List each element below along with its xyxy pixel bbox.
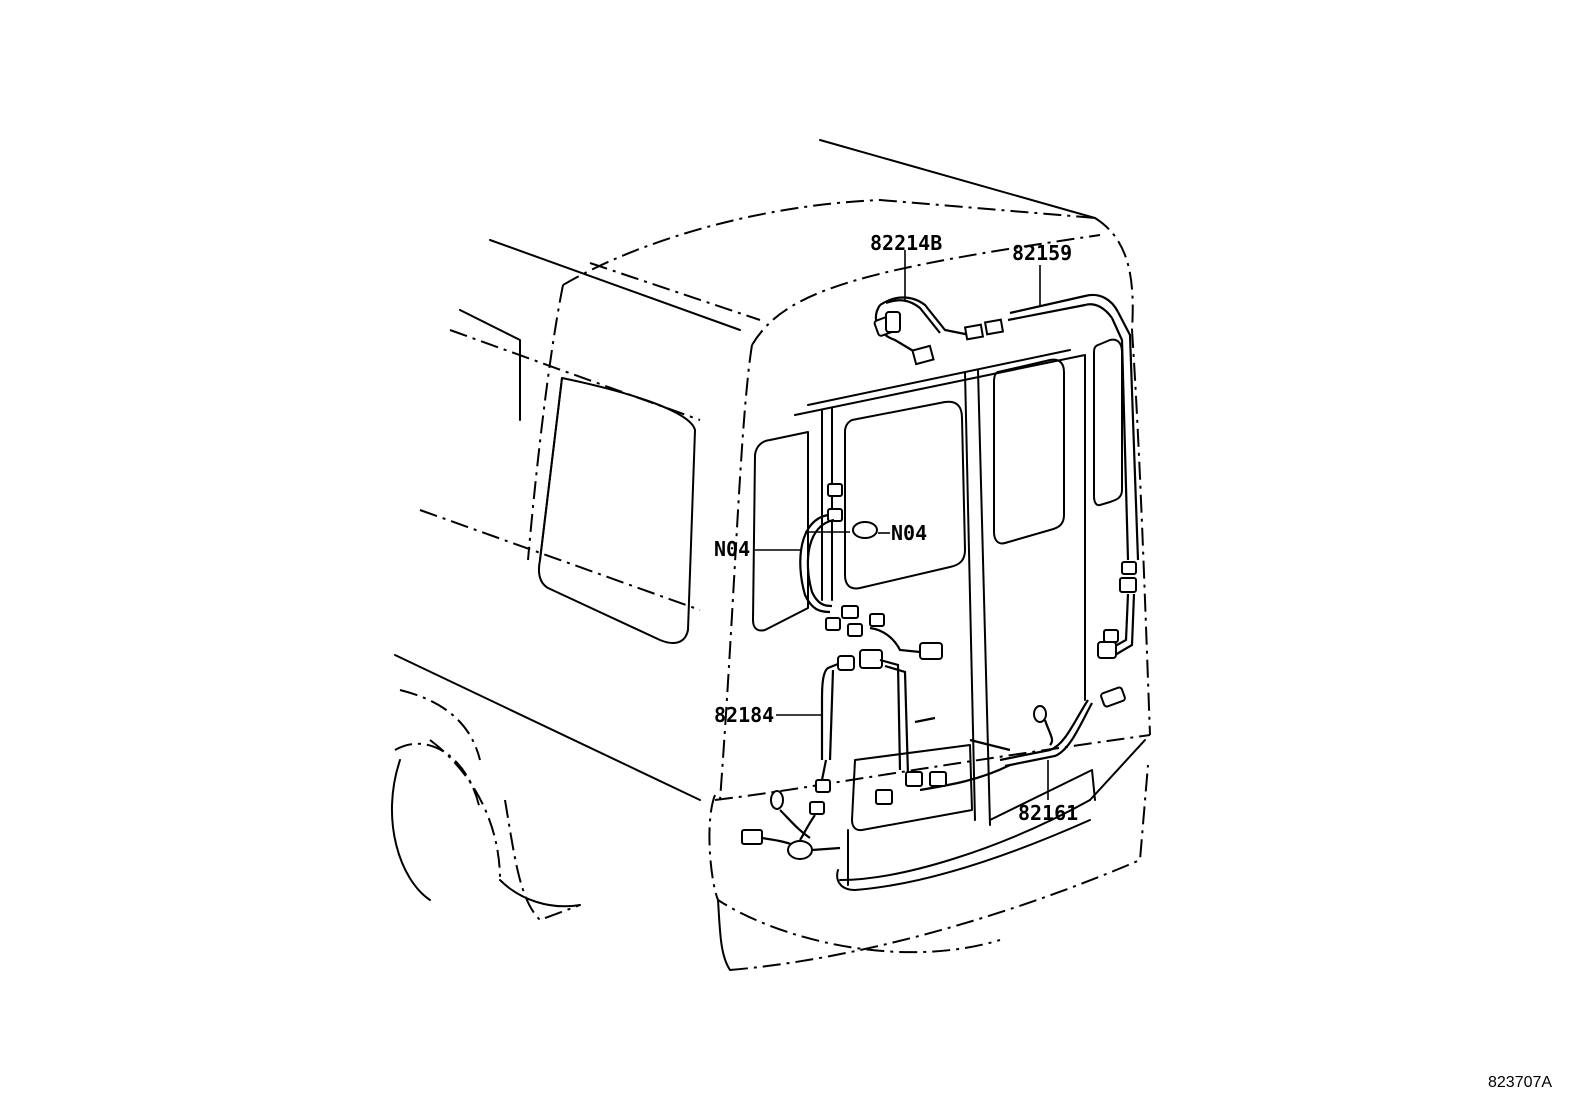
van-body-outline xyxy=(391,139,1151,971)
label-82214b: 82214B xyxy=(870,231,942,255)
label-82159: 82159 xyxy=(1012,241,1072,265)
wiring-harness xyxy=(741,293,1140,860)
rear-doors xyxy=(752,338,1123,891)
figure-reference: 823707A xyxy=(1488,1074,1552,1091)
label-n04-right: N04 xyxy=(891,521,927,545)
label-n04-left: N04 xyxy=(714,537,750,561)
callout-leaders xyxy=(755,250,1049,800)
label-82161: 82161 xyxy=(1018,801,1078,825)
label-82184: 82184 xyxy=(714,703,774,727)
